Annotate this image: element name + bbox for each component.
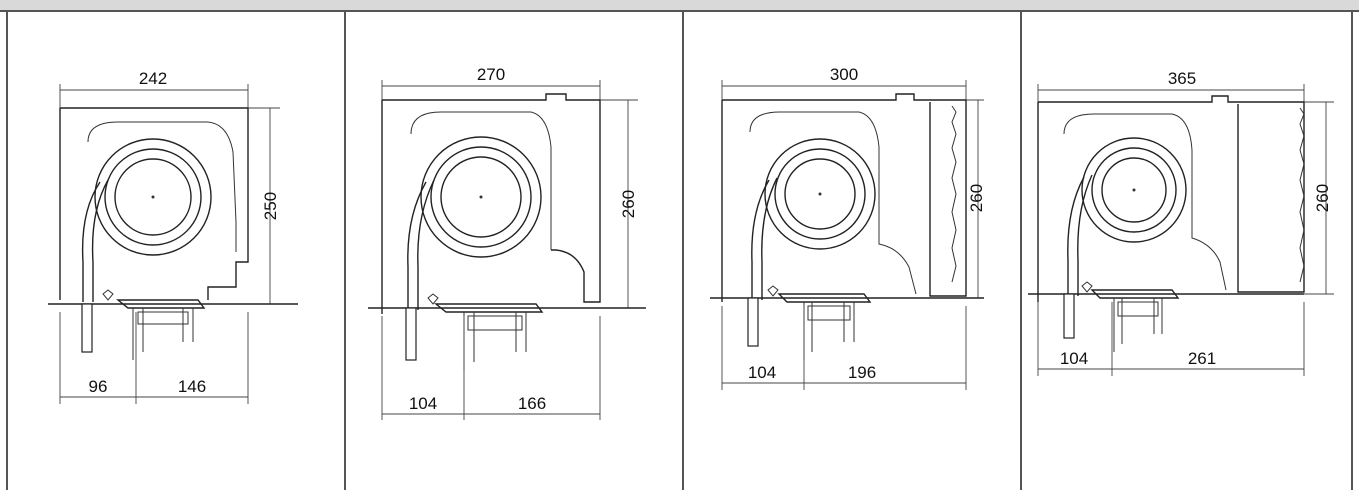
dim-right-depth-1: 146	[178, 377, 206, 396]
drawing-cell-1: 242 250	[6, 12, 344, 490]
header-bar	[0, 0, 1359, 12]
drawing-cell-3: 300 260 104 196	[682, 12, 1020, 490]
drawing-table: 242 250	[0, 12, 1359, 490]
box-section-drawing-3: 300 260 104 196	[710, 65, 986, 390]
dim-left-depth-3: 104	[748, 363, 776, 382]
dim-left-depth-1: 96	[89, 377, 108, 396]
dim-height-label-4: 260	[1313, 184, 1332, 212]
dim-height-label-2: 260	[619, 190, 638, 218]
dim-right-depth-4: 261	[1188, 349, 1216, 368]
dim-left-depth-4: 104	[1060, 349, 1088, 368]
box-section-drawing-4: 365 260 104 261	[1028, 69, 1334, 376]
dim-width-label-3: 300	[830, 65, 858, 84]
drawing-cell-4: 365 260 104 261	[1020, 12, 1353, 490]
dim-width-label-2: 270	[477, 65, 505, 84]
drawing-cell-2: 270 260 104 166	[344, 12, 682, 490]
dim-left-depth-2: 104	[409, 394, 437, 413]
dim-width-label-1: 242	[139, 69, 167, 88]
dim-right-depth-3: 196	[848, 363, 876, 382]
dim-height-label-3: 260	[967, 184, 986, 212]
box-section-drawing-2: 270 260 104 166	[368, 65, 646, 420]
dim-height-label-1: 250	[261, 192, 280, 220]
dim-width-label-4: 365	[1168, 69, 1196, 88]
box-section-drawing-1: 242 250	[48, 69, 298, 404]
dim-right-depth-2: 166	[518, 394, 546, 413]
